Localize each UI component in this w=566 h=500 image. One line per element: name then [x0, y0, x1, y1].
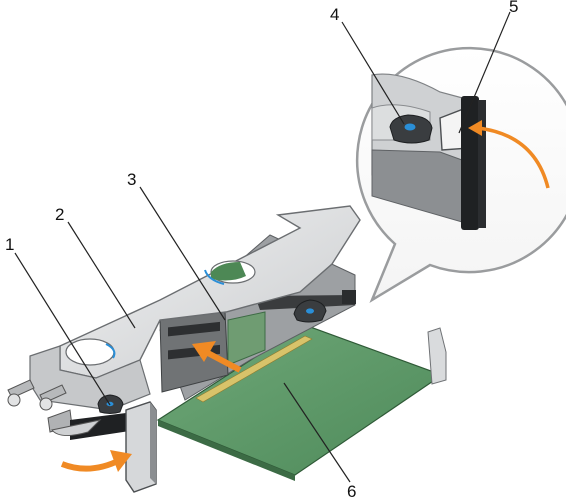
callout-3: 3 [127, 170, 136, 189]
orange-motion-arrow-icon [204, 349, 242, 373]
latch-touchpoint[interactable] [97, 394, 124, 414]
leader-line-3 [139, 186, 226, 321]
leader-line-4 [341, 21, 405, 125]
leader-line-1 [14, 252, 111, 406]
callout-4: 4 [330, 5, 339, 24]
callout-5: 5 [509, 0, 518, 16]
orange-motion-arrow-icon [60, 457, 122, 472]
leader-line-5 [458, 11, 511, 134]
leader-line-2 [67, 221, 136, 329]
zoomed-touchpoint [389, 114, 433, 144]
callout-2: 2 [55, 205, 64, 224]
expansion-card-slots [159, 298, 266, 393]
card-release-latch[interactable] [125, 401, 157, 493]
zoom-callout [355, 46, 566, 304]
callout-1: 1 [5, 235, 14, 254]
cover-touchpoint[interactable] [293, 299, 327, 323]
callout-labels: 1 2 3 4 5 6 [5, 0, 518, 500]
leader-lines [14, 11, 511, 483]
callout-6: 6 [347, 482, 356, 500]
orange-motion-arrow-icon [477, 126, 550, 189]
motion-arrows [60, 341, 242, 472]
leader-line-6 [283, 382, 351, 483]
pcie-card[interactable] [156, 324, 447, 481]
